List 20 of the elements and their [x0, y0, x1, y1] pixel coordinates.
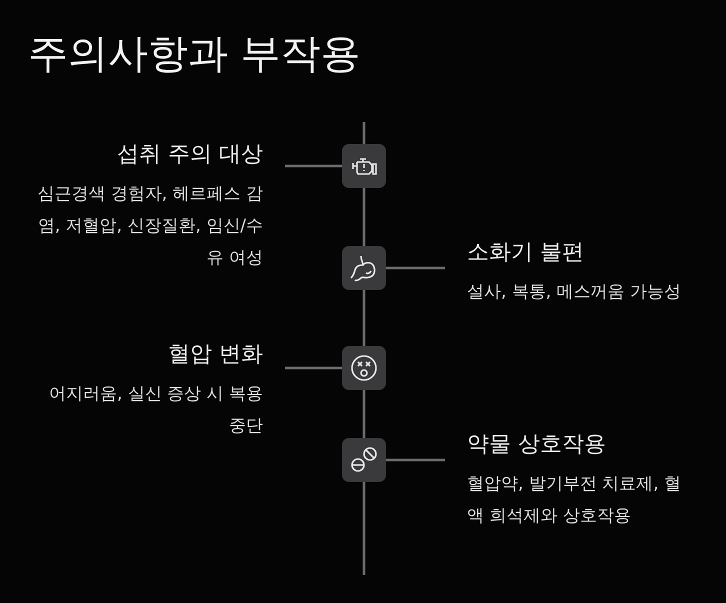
- connector-line: [285, 366, 342, 370]
- heading-text: 섭취 주의 대상: [116, 141, 263, 169]
- connector-line: [386, 458, 445, 462]
- connector-line: [386, 266, 445, 270]
- icon-tile: [342, 144, 386, 188]
- heading-text: 혈압 변화: [167, 341, 263, 369]
- description-text: 설사, 복통, 메스꺼움 가능성: [467, 281, 682, 304]
- icon-tile: [342, 246, 386, 290]
- heading-text: 소화기 불편: [467, 239, 585, 267]
- timeline-line: [362, 390, 366, 438]
- timeline-line: [362, 188, 366, 246]
- description-text: 혈압약, 발기부전 치료제, 혈액 희석제와 상호작용: [467, 473, 682, 528]
- icon-tile: [342, 438, 386, 482]
- connector-line: [285, 164, 342, 168]
- description-text: 심근경색 경험자, 헤르페스 감염, 저혈압, 신장질환, 임신/수유 여성: [36, 183, 263, 270]
- description-text: 어지러움, 실신 증상 시 복용 중단: [48, 383, 263, 438]
- icon-tile: [342, 346, 386, 390]
- title: 주의사항과 부작용: [28, 30, 361, 79]
- timeline-line: [362, 290, 366, 346]
- heading-text: 약물 상호작용: [467, 431, 607, 459]
